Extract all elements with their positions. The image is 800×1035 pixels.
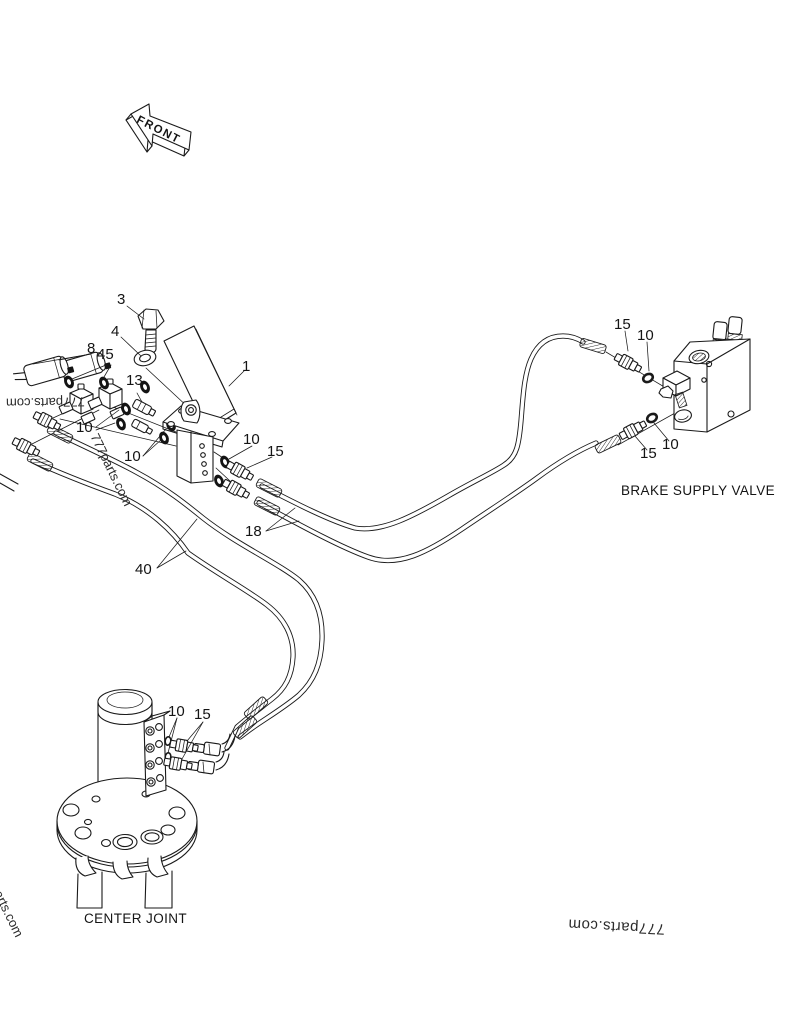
hoses-18 — [256, 333, 599, 564]
callout-40: 40 — [135, 561, 152, 578]
fitting-left-1 — [31, 408, 63, 434]
callout-10: 10 — [124, 448, 141, 465]
callout-18: 18 — [245, 523, 262, 540]
o-ring-10-valve-top — [640, 370, 656, 386]
o-ring-10-valve-bottom — [644, 410, 660, 426]
callout-3: 3 — [117, 291, 126, 308]
pedal-hinge — [180, 399, 201, 424]
o-ring-10 — [114, 416, 128, 432]
center-joint-flange — [56, 777, 198, 880]
hex-bolt-3 — [137, 308, 165, 354]
center-joint-port-block — [143, 710, 171, 797]
hoses-40 — [30, 430, 325, 751]
flange-center-ports — [112, 829, 164, 851]
joint-elbow-b — [187, 751, 230, 775]
callout-leaders — [32, 305, 670, 760]
brake-supply-valve-label: BRAKE SUPPLY VALVE — [621, 483, 776, 498]
callout-15: 15 — [640, 445, 657, 462]
valve-side-block — [658, 370, 691, 409]
callout-1: 1 — [242, 358, 251, 375]
callout-15: 15 — [194, 706, 211, 723]
fitting-13b — [131, 418, 153, 435]
callout-10: 10 — [637, 327, 654, 344]
joint-elbow-a — [193, 733, 236, 757]
callout-10: 10 — [243, 431, 260, 448]
callout-8: 8 — [87, 340, 96, 357]
fitting-15b — [220, 476, 252, 502]
callout-4: 4 — [111, 323, 120, 340]
callout-15: 15 — [267, 443, 284, 460]
valve-top-port — [688, 349, 710, 365]
callout-10: 10 — [76, 419, 93, 436]
pedal-valve-body — [176, 429, 214, 484]
fitting-13 — [132, 398, 156, 417]
center-joint — [56, 688, 236, 909]
fitting-15a — [224, 458, 256, 484]
fitting-15d — [617, 417, 649, 443]
o-ring-10 — [157, 430, 171, 446]
fitting-left-2 — [10, 434, 42, 460]
center-joint-legs — [76, 870, 173, 909]
valve-front-port — [674, 409, 692, 423]
front-arrow — [125, 103, 192, 157]
callout-15: 15 — [614, 316, 631, 333]
callout-13: 13 — [126, 372, 143, 389]
valve-top-hole — [705, 360, 713, 368]
elbow-block-1 — [58, 383, 96, 425]
washer-4 — [133, 349, 157, 367]
hose-stub-left-edge — [0, 473, 19, 492]
watermark-text: 777parts.com — [5, 394, 85, 411]
callout-45: 45 — [97, 346, 114, 363]
center-joint-label: CENTER JOINT — [84, 911, 188, 926]
fitting-15c — [612, 350, 644, 376]
brake-supply-valve — [658, 316, 751, 433]
callout-10: 10 — [168, 703, 185, 720]
callout-10: 10 — [662, 436, 679, 453]
